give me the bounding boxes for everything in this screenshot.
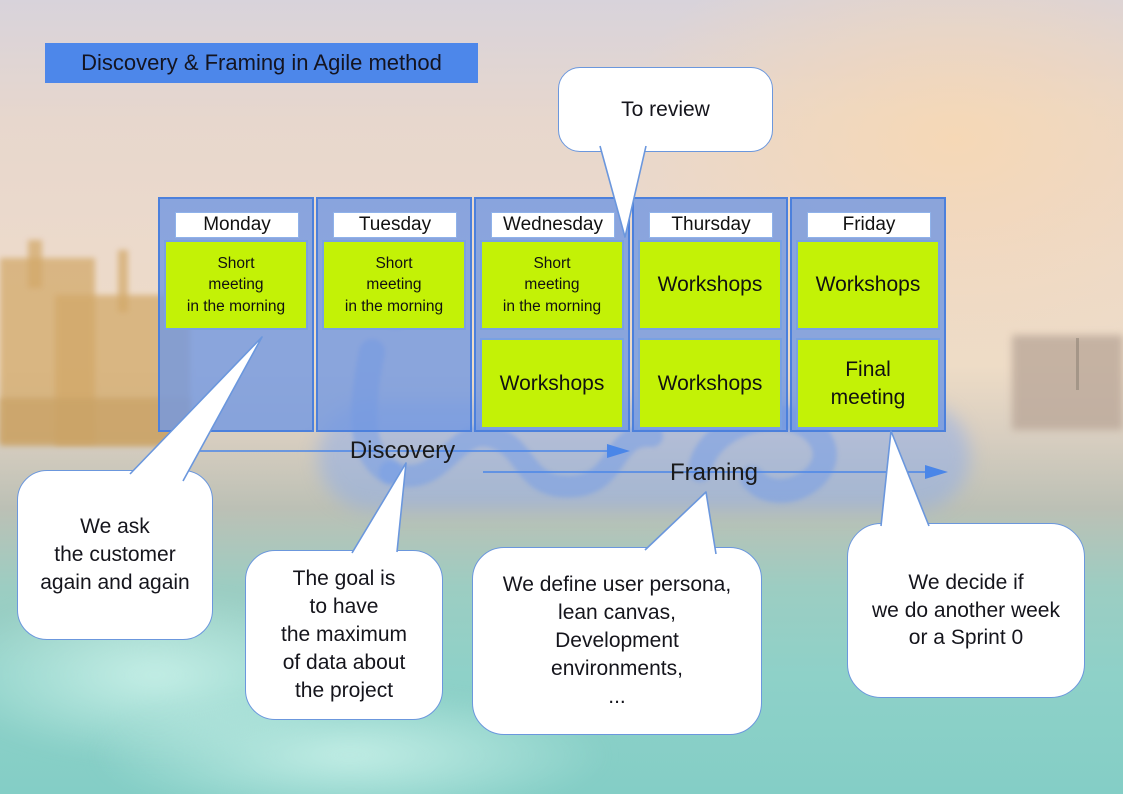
day-header-friday: Friday (807, 212, 931, 238)
callout-ask-customer: We ask the customer again and again (17, 470, 213, 640)
day-header-tuesday: Tuesday (333, 212, 457, 238)
day-column-tuesday: Tuesday Short meeting in the morning (316, 197, 472, 432)
day-column-friday: Friday Workshops Final meeting (790, 197, 946, 432)
discovery-phase-label: Discovery (349, 437, 456, 464)
callout-goal: The goal is to have the maximum of data … (245, 550, 443, 720)
cell-thursday-workshops-2: Workshops (638, 338, 782, 429)
cell-tuesday-short-meeting: Short meeting in the morning (322, 240, 466, 330)
callout-define: We define user persona, lean canvas, Dev… (472, 547, 762, 735)
day-column-wednesday: Wednesday Short meeting in the morning W… (474, 197, 630, 432)
day-header-monday: Monday (175, 212, 299, 238)
framing-phase-label: Framing (669, 459, 759, 486)
cell-wednesday-workshops: Workshops (480, 338, 624, 429)
cell-wednesday-short-meeting: Short meeting in the morning (480, 240, 624, 330)
cell-monday-short-meeting: Short meeting in the morning (164, 240, 308, 330)
fort (1012, 335, 1123, 430)
cell-friday-final-meeting: Final meeting (796, 338, 940, 429)
mast (1076, 338, 1079, 390)
tower (28, 240, 42, 288)
page-title: Discovery & Framing in Agile method (45, 43, 478, 83)
day-header-wednesday: Wednesday (491, 212, 615, 238)
day-column-thursday: Thursday Workshops Workshops (632, 197, 788, 432)
cell-thursday-workshops-1: Workshops (638, 240, 782, 330)
callout-decide: We decide if we do another week or a Spr… (847, 523, 1085, 698)
day-header-thursday: Thursday (649, 212, 773, 238)
cell-friday-workshops: Workshops (796, 240, 940, 330)
tower (118, 250, 128, 312)
callout-to-review: To review (558, 67, 773, 152)
day-column-monday: Monday Short meeting in the morning (158, 197, 314, 432)
